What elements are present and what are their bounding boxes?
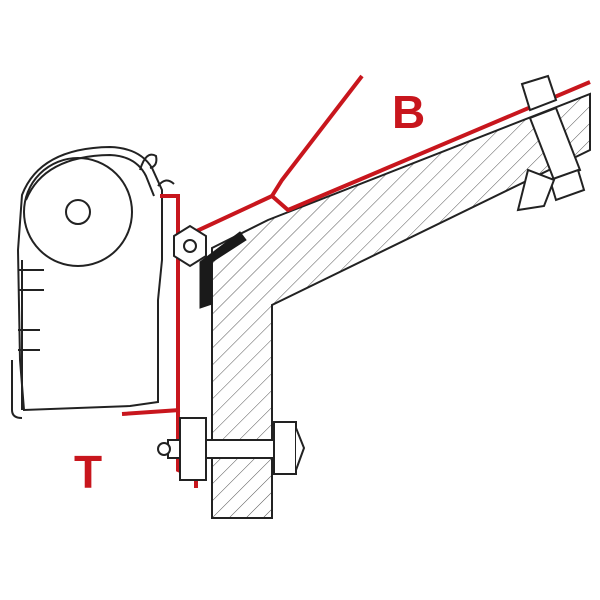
- roof-bolt: [516, 74, 586, 212]
- label-t: T: [74, 446, 102, 498]
- awning-cassette: [11, 145, 175, 419]
- bracket-t-profile: [160, 194, 198, 488]
- wall-bolt: [157, 417, 306, 481]
- bracket-t-foot: [121, 408, 181, 416]
- label-b: B: [392, 86, 425, 138]
- roller-tube: [23, 157, 133, 267]
- roller-axle: [65, 199, 91, 225]
- hex-nut: [173, 224, 207, 268]
- bracket-b-link: [185, 194, 273, 238]
- rubber-seal: [199, 231, 247, 309]
